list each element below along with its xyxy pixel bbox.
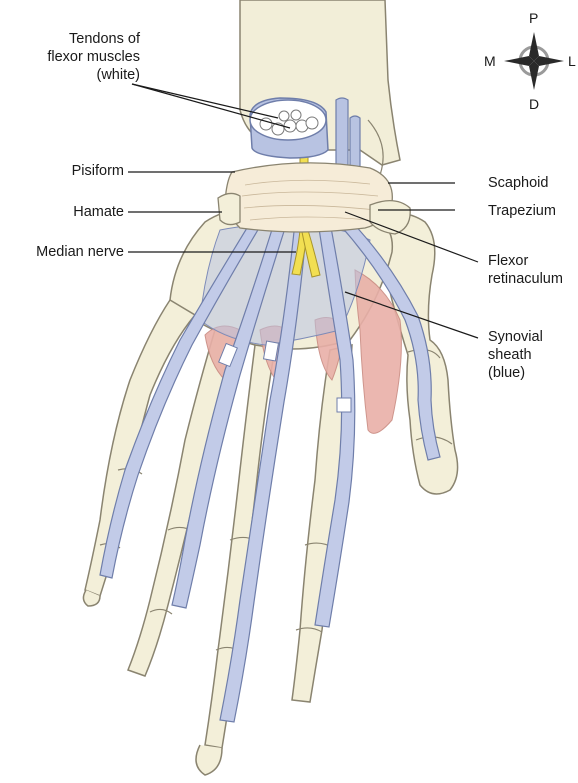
flexor-retinaculum-label: Flexor retinaculum <box>488 252 563 288</box>
flexor-label-line2: retinaculum <box>488 270 563 288</box>
hamate-label: Hamate <box>0 203 124 221</box>
flexor-label-line1: Flexor <box>488 252 563 270</box>
finger-joints <box>100 469 334 652</box>
compass-lateral-label: L <box>568 53 576 69</box>
pisiform-label: Pisiform <box>0 162 124 180</box>
tendons-label: Tendons of flexor muscles (white) <box>0 30 140 84</box>
median-nerve-label: Median nerve <box>0 243 124 261</box>
compass-distal-label: D <box>529 96 539 112</box>
synovial-sheath-label: Synovial sheath (blue) <box>488 328 543 382</box>
synovial-label-line3: (blue) <box>488 364 543 382</box>
compass-medial-label: M <box>484 53 496 69</box>
compass-rose <box>504 32 564 90</box>
trapezium-label: Trapezium <box>488 202 556 220</box>
tendons-label-line1: Tendons of <box>0 30 140 48</box>
synovial-label-line2: sheath <box>488 346 543 364</box>
tendons-label-line3: (white) <box>0 66 140 84</box>
compass-proximal-label: P <box>529 10 538 26</box>
scaphoid-label: Scaphoid <box>488 174 548 192</box>
synovial-label-line1: Synovial <box>488 328 543 346</box>
flexor-retinaculum <box>226 163 393 232</box>
tendons-label-line2: flexor muscles <box>0 48 140 66</box>
